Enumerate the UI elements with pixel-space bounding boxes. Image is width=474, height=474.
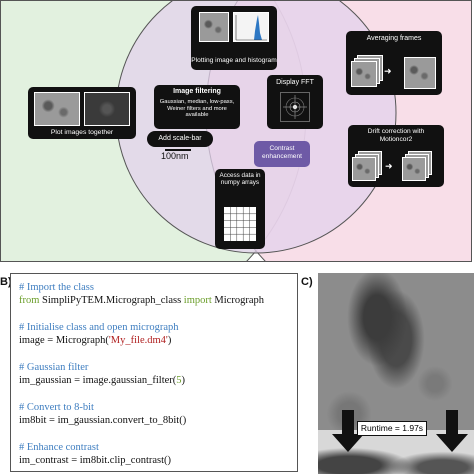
code-token: import	[183, 295, 215, 307]
code-token: # Initialise class and open micrograph	[19, 321, 179, 333]
panel-b-letter: B)	[0, 276, 12, 288]
plot-images-together-box: Plot images together	[28, 87, 136, 139]
code-line: image = Micrograph('My_file.dm4')	[19, 335, 171, 346]
drift-stack-3	[352, 157, 376, 181]
panel-c-letter: C)	[301, 276, 313, 288]
code-token: # Convert to 8-bit	[19, 401, 94, 413]
image-filtering-box: Image filtering Gaussian, median, low-pa…	[154, 85, 240, 129]
scale-bar-value: 100nm	[161, 151, 189, 161]
code-line: # Convert to 8-bit	[19, 402, 94, 413]
averaging-frames-label: Averaging frames	[366, 35, 422, 42]
down-arrow-right-icon	[436, 410, 468, 452]
code-token: 'My_file.dm4'	[108, 335, 168, 347]
histogram-thumbnail	[233, 12, 269, 42]
code-line: im8bit = im_gaussian.convert_to_8bit()	[19, 415, 186, 426]
plot-histogram-box: Plotting image and histogram	[191, 6, 277, 70]
code-token: SimpliPyTEM.Micrograph_class	[42, 295, 184, 307]
code-token: # Gaussian filter	[19, 361, 89, 373]
code-token: 5	[176, 375, 182, 387]
drift-stack-out-3	[402, 157, 426, 181]
down-arrow-left-icon	[332, 410, 364, 452]
code-line: im_contrast = im8bit.clip_contrast()	[19, 455, 171, 466]
code-token: # Enhance contrast	[19, 441, 99, 453]
code-token: im_gaussian = image.gaussian_filter(	[19, 375, 177, 387]
runtime-label: Runtime = 1.97s	[360, 423, 424, 433]
arrow-right-icon: ➜	[384, 66, 392, 76]
drift-correction-label: Drift correction with Motioncor2	[367, 128, 425, 143]
histogram-chart-icon	[235, 15, 267, 41]
array-grid-icon	[224, 207, 256, 241]
frame-stack-3	[351, 61, 377, 87]
code-token: image = Micrograph(	[19, 335, 109, 347]
code-line: # Import the class	[19, 282, 94, 293]
code-token: )	[181, 375, 186, 387]
contrast-enhancement-label: Contrast enhancement	[262, 145, 302, 160]
display-fft-box: Display FFT	[267, 75, 323, 129]
code-token: from	[19, 295, 43, 307]
runtime-badge: Runtime = 1.97s	[357, 421, 427, 436]
code-token: Micrograph	[214, 295, 264, 307]
micrograph-thumbnail	[199, 12, 229, 42]
numpy-arrays-box: Access data in numpy arrays	[215, 169, 265, 249]
code-line: # Initialise class and open micrograph	[19, 322, 179, 333]
side-by-side-image-1	[34, 92, 80, 126]
code-snippet-panel: # Import the class from SimpliPyTEM.Micro…	[10, 273, 298, 472]
fft-pattern-icon	[283, 95, 307, 119]
venn-diagram-panel: Plotting image and histogram Averaging f…	[0, 0, 472, 262]
code-token: im8bit = im_gaussian.convert_to_8bit()	[19, 415, 187, 426]
averaging-frames-box: Averaging frames ➜	[346, 31, 442, 95]
scale-bar-label: Add scale-bar	[158, 135, 202, 142]
image-filtering-title: Image filtering	[173, 88, 221, 95]
plot-images-together-label: Plot images together	[50, 129, 114, 136]
display-fft-label: Display FFT	[276, 79, 314, 86]
runtime-arrows	[332, 410, 468, 452]
code-line: im_gaussian = image.gaussian_filter(5)	[19, 375, 185, 386]
averaged-frame	[404, 57, 436, 89]
code-token: im_contrast = im8bit.clip_contrast()	[19, 454, 172, 466]
code-line: # Enhance contrast	[19, 442, 99, 453]
side-by-side-image-2	[84, 92, 130, 126]
scale-bar-box: Add scale-bar	[147, 131, 213, 147]
code-line: # Gaussian filter	[19, 362, 88, 373]
drift-correction-box: Drift correction with Motioncor2 ➜	[348, 125, 444, 187]
scale-bar-line	[165, 149, 191, 151]
code-token: )	[167, 335, 172, 347]
code-token: # Import the class	[19, 282, 94, 293]
plot-histogram-label: Plotting image and histogram	[191, 57, 277, 64]
fft-image	[280, 92, 310, 122]
code-line: from SimpliPyTEM.Micrograph_class import…	[19, 295, 264, 306]
image-filtering-description: Gaussian, median, low-pass, Weiner filte…	[159, 99, 235, 119]
contrast-enhancement-box: Contrast enhancement	[254, 141, 310, 167]
arrow-right-icon: ➜	[385, 161, 393, 171]
numpy-arrays-label: Access data in numpy arrays	[219, 172, 261, 187]
